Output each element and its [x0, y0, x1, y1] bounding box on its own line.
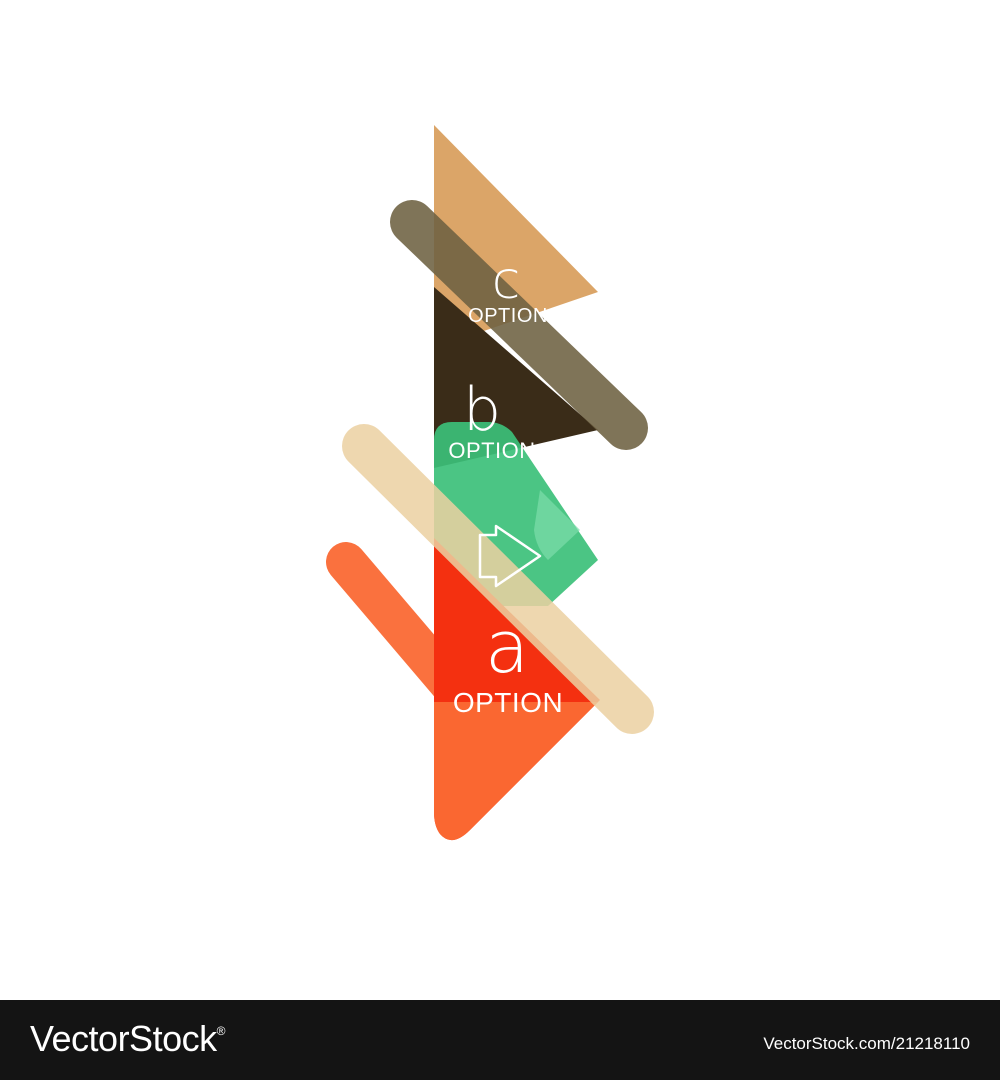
olive-diagonal-bar	[390, 200, 648, 450]
light-green-accent	[534, 490, 580, 560]
registered-mark: ®	[216, 1024, 226, 1038]
option-c-label: OPTION	[468, 305, 548, 327]
vectorstock-logo: VectorStock®	[30, 1018, 225, 1060]
arrow-right-icon	[478, 524, 542, 588]
brand-name: VectorStock	[30, 1018, 217, 1059]
option-b-letter: b	[463, 375, 501, 445]
image-id: VectorStock.com/21218110	[763, 1034, 970, 1053]
option-b-label: OPTION	[448, 438, 535, 463]
watermark-footer: VectorStock® VectorStock.com/21218110	[0, 1000, 1000, 1080]
option-a-arrow-lower	[434, 702, 598, 841]
option-arrows-infographic: c OPTION b OPTION a OPTION	[326, 125, 654, 841]
option-a-letter: a	[485, 605, 529, 689]
option-a-label: OPTION	[453, 687, 563, 718]
option-c-letter: c	[492, 251, 521, 311]
beige-diagonal-bar	[342, 424, 654, 734]
